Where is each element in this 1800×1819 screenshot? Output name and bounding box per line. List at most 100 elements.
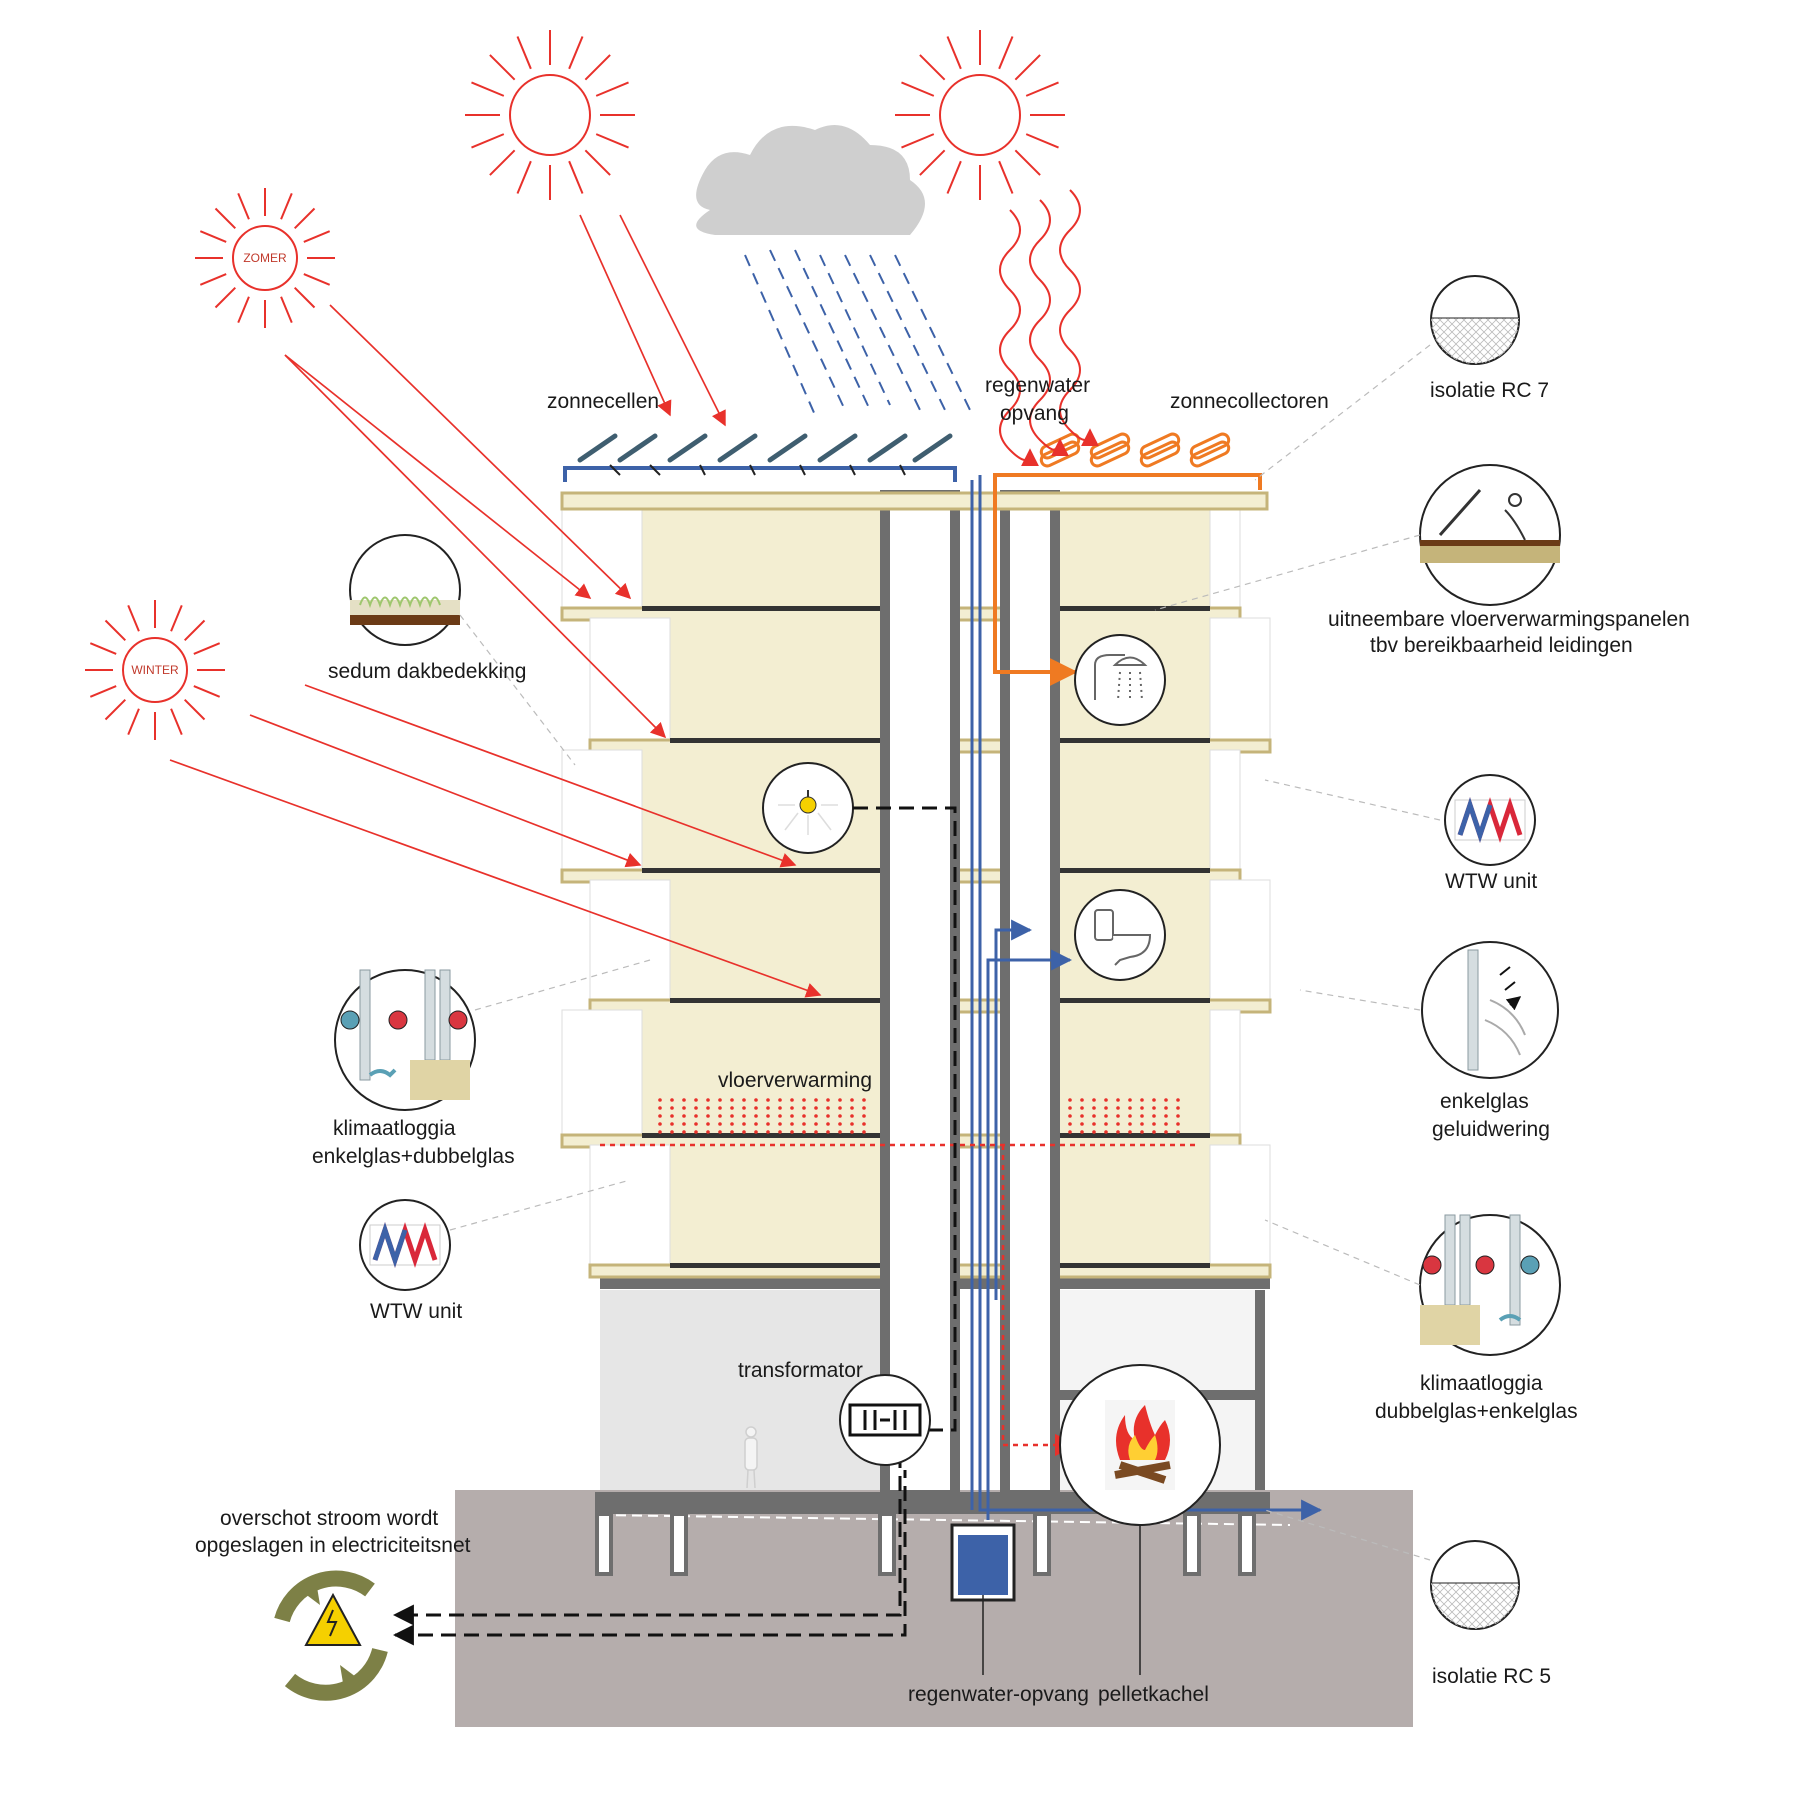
heat-dot: [742, 1114, 746, 1118]
sun-ray: [584, 54, 611, 81]
heat-dot: [658, 1130, 662, 1134]
heat-dot: [1092, 1114, 1096, 1118]
heat-dot: [850, 1122, 854, 1126]
sun-ray: [183, 698, 206, 721]
heat-dot: [1080, 1114, 1084, 1118]
ground-insulation-line: [599, 1514, 1291, 1526]
sun-ray: [1025, 81, 1059, 97]
callout-insulation-rc5: [1430, 1540, 1520, 1630]
heat-dot: [1116, 1122, 1120, 1126]
callout-insulation-rc7: [1430, 275, 1520, 365]
label-hrv-unit-right: WTW unit: [1445, 870, 1537, 893]
label-removable-panels-2: tbv bereikbaarheid leidingen: [1370, 634, 1633, 657]
heat-dot: [1140, 1122, 1144, 1126]
heat-dot: [778, 1106, 782, 1110]
heat-dot: [790, 1130, 794, 1134]
sun-disc: [232, 225, 298, 291]
heat-dot: [1080, 1098, 1084, 1102]
room-left: [670, 880, 915, 1010]
sun-ray: [998, 160, 1014, 194]
sun-ray: [104, 698, 127, 721]
room-left: [642, 509, 887, 618]
heat-dot: [718, 1114, 722, 1118]
heat-dot: [766, 1098, 770, 1102]
room-right: [1055, 509, 1210, 618]
sun-ray: [919, 54, 946, 81]
heat-dot: [658, 1098, 662, 1102]
sun-ray: [901, 81, 935, 97]
heat-dot: [1104, 1106, 1108, 1110]
heat-dot: [1152, 1098, 1156, 1102]
shower-icon: [1094, 654, 1148, 701]
heat-dot: [682, 1114, 686, 1118]
sun-ray: [170, 604, 183, 632]
sun-ray: [595, 133, 629, 149]
sun-ray: [946, 36, 962, 70]
floor-finish-left: [642, 868, 887, 873]
sun-ray: [127, 708, 140, 736]
toilet-icon: [1094, 909, 1152, 966]
heat-dot: [790, 1106, 794, 1110]
heat-dot: [766, 1106, 770, 1110]
callout-toilet: [1074, 889, 1166, 981]
heat-dot: [718, 1106, 722, 1110]
loggia-left: [589, 879, 671, 1011]
heat-dot: [1080, 1106, 1084, 1110]
heat-dot: [730, 1130, 734, 1134]
sun-icon: ZOMER: [195, 188, 335, 328]
sun-ray: [280, 296, 293, 324]
sun-ray: [568, 36, 584, 70]
label-floor-heating: vloerverwarming: [718, 1069, 872, 1092]
heat-dot: [1080, 1130, 1084, 1134]
loggia-left: [561, 508, 643, 619]
sun-ray: [901, 133, 935, 149]
solar-cells: [563, 433, 957, 482]
heat-dot: [754, 1114, 758, 1118]
electric-line-bulb: [395, 806, 957, 1615]
sun-ray: [919, 149, 946, 176]
sun-icon: WINTER: [85, 600, 225, 740]
sun-ray: [946, 160, 962, 194]
loggia-right: [1209, 749, 1241, 881]
heat-dot: [1164, 1130, 1168, 1134]
heat-dot: [1080, 1122, 1084, 1126]
heat-dot: [706, 1122, 710, 1126]
heat-dot: [814, 1098, 818, 1102]
floor-heating-dots: [658, 1098, 1180, 1134]
sun-ray: [568, 160, 584, 194]
room-left: [670, 618, 915, 750]
label-single-glass-1: enkelglas: [1440, 1090, 1529, 1113]
heat-dot: [730, 1122, 734, 1126]
heat-dot: [814, 1130, 818, 1134]
upper-floors: [560, 508, 1272, 1279]
heat-dot: [1176, 1098, 1180, 1102]
floor-finish-right: [1055, 1263, 1210, 1268]
heat-dot: [706, 1106, 710, 1110]
heat-dot: [694, 1114, 698, 1118]
heat-dot: [742, 1098, 746, 1102]
hrv-unit-icon: [369, 1222, 441, 1268]
heat-dot: [658, 1114, 662, 1118]
label-surplus-power-2: opgeslagen in electriciteitsnet: [195, 1534, 471, 1557]
heat-dot: [838, 1130, 842, 1134]
heat-dot: [1164, 1106, 1168, 1110]
building-core: [880, 490, 1060, 1500]
room-left: [642, 1010, 887, 1145]
heat-dot: [1140, 1106, 1144, 1110]
heat-dot: [1128, 1122, 1132, 1126]
floor-finish-right: [1055, 1133, 1210, 1138]
heat-dot: [730, 1098, 734, 1102]
callout-removable-panels: [1419, 464, 1561, 606]
sun-disc: [509, 74, 591, 156]
heat-dot: [826, 1130, 830, 1134]
heat-dot: [1152, 1122, 1156, 1126]
heat-dot: [718, 1098, 722, 1102]
label-hrv-unit-left: WTW unit: [370, 1300, 462, 1323]
rainwater-tank: [950, 1523, 1016, 1675]
electric-line-grid: [392, 1470, 907, 1646]
heat-dot: [706, 1114, 710, 1118]
heat-dot: [1116, 1106, 1120, 1110]
leader-lines: [449, 344, 1441, 1561]
heat-dot: [754, 1122, 758, 1126]
sun-ray: [199, 230, 227, 243]
